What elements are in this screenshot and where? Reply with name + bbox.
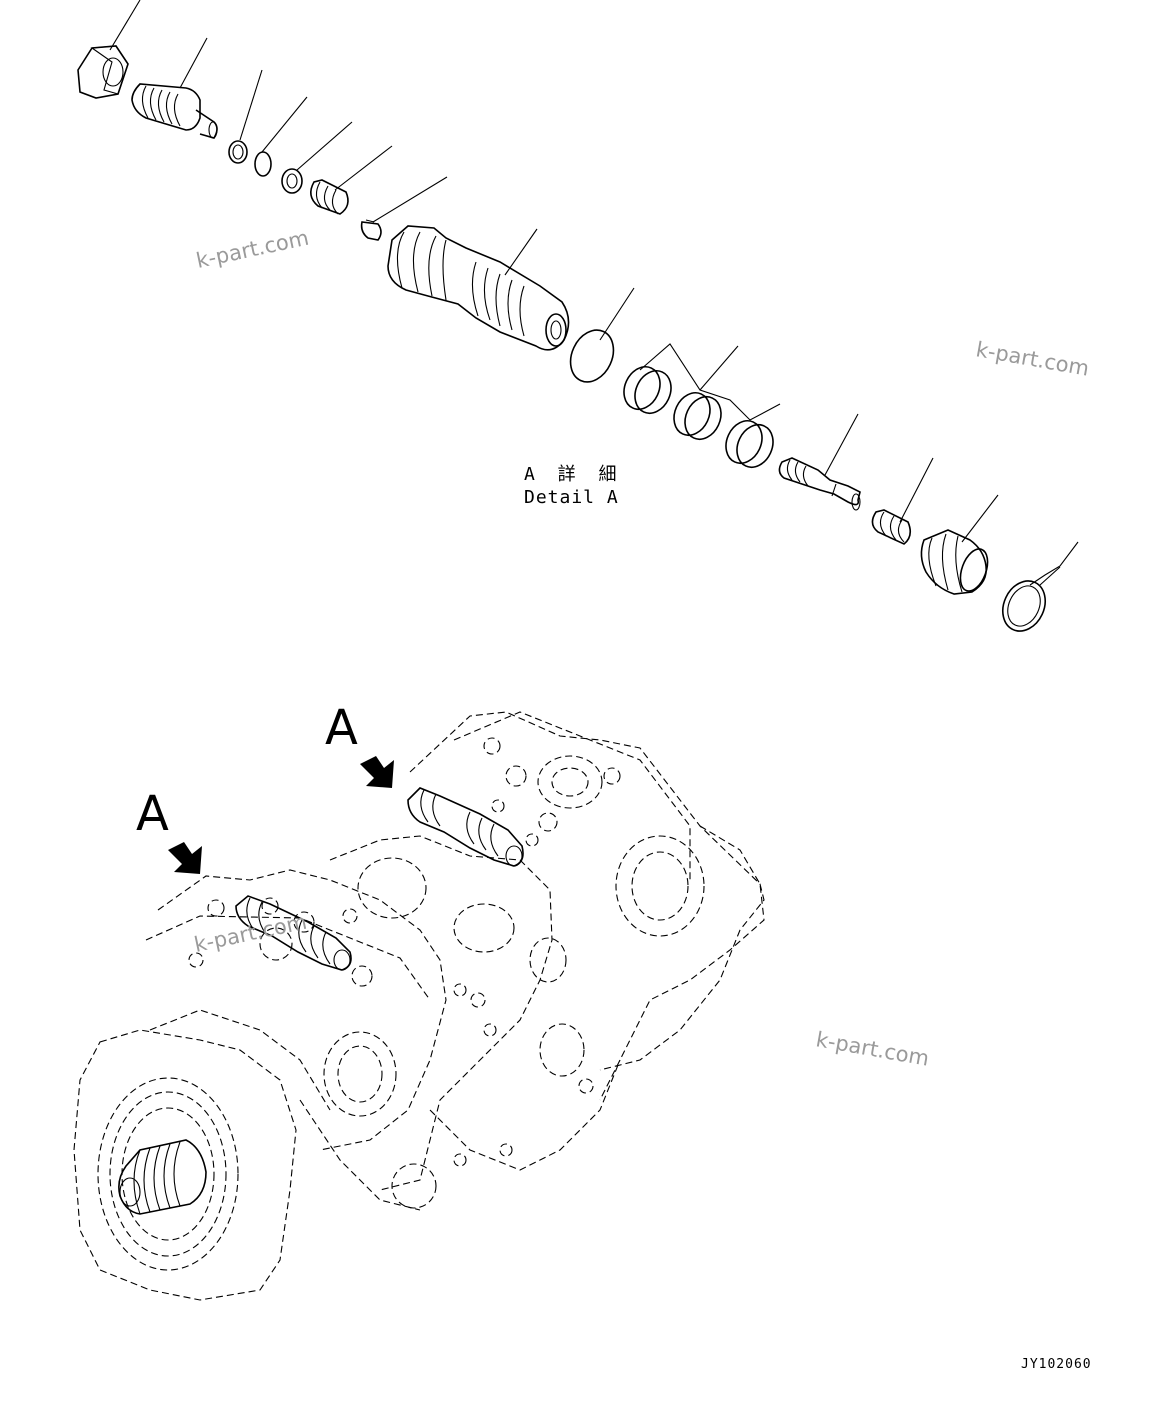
- hex-nut: [77, 45, 129, 99]
- snap-ring: [1002, 580, 1046, 632]
- watermark-1: k-part.com: [194, 226, 311, 273]
- arrow-a-upper: [360, 756, 394, 788]
- view-label-lower: A: [136, 786, 169, 842]
- pump-assembly: [73, 711, 765, 1301]
- small-seal-parts: [228, 140, 303, 194]
- drawing-code: JY102060: [1021, 1357, 1092, 1372]
- detail-label-en: Detail A: [524, 487, 619, 508]
- spring: [310, 179, 349, 215]
- detail-label-jp: A 詳 細: [524, 464, 623, 485]
- poppet: [360, 219, 382, 241]
- watermark-4: k-part.com: [814, 1027, 931, 1070]
- o-ring-large: [569, 329, 615, 383]
- leader-lines: [109, 0, 1079, 586]
- backup-rings: [623, 366, 774, 468]
- spool: [778, 457, 861, 511]
- watermark-2: k-part.com: [974, 337, 1091, 380]
- adjusting-screw: [131, 83, 218, 139]
- view-label-upper: A: [325, 700, 358, 756]
- plug: [920, 529, 989, 595]
- arrow-a-lower: [168, 842, 202, 874]
- valve-sleeve: [387, 225, 570, 351]
- small-spring: [871, 509, 912, 545]
